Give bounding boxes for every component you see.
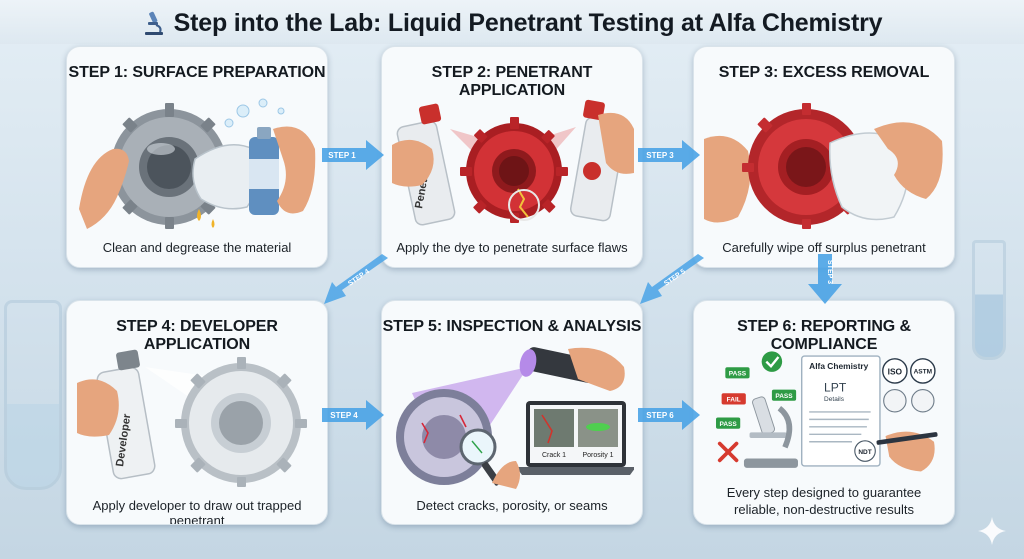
step-caption: Apply developer to draw out trapped pene…	[92, 498, 302, 525]
pass-tag: PASS	[725, 367, 750, 379]
arrow-label: STEP 6	[646, 411, 674, 420]
arrow-label: STEP 1	[328, 151, 356, 160]
pass-tag: PASS	[716, 417, 741, 429]
title-text: Step into the Lab: Liquid Penetrant Test…	[173, 8, 883, 37]
arrow-label: STEP 3	[826, 260, 833, 284]
step-caption: Clean and degrease the material	[102, 240, 292, 255]
astm-seal-icon: ASTM	[910, 358, 936, 384]
flow-arrow: STEP 1	[322, 140, 384, 170]
penetrant-application-illustration: Penetrant	[392, 99, 634, 226]
svg-text:ISO: ISO	[888, 367, 903, 377]
svg-text:FAIL: FAIL	[727, 397, 741, 404]
background-beaker	[4, 300, 62, 490]
arrow-label: STEP 3	[646, 151, 674, 160]
hand-icon	[874, 122, 943, 199]
hand-icon	[568, 347, 625, 391]
certification-seal-icon	[911, 389, 935, 413]
flow-arrow-diagonal: STEP 5	[640, 254, 704, 304]
flow-arrow: STEP 3	[638, 140, 700, 170]
background-test-tube	[972, 240, 1006, 360]
inspection-illustration: Crack 1 Porosity 1	[396, 347, 634, 489]
fail-x-icon	[717, 441, 739, 463]
report-document-icon: Alfa Chemistry LPT Details	[801, 355, 881, 467]
developer-application-illustration: Developer	[77, 349, 307, 487]
hand-icon	[492, 461, 520, 489]
check-badge-icon	[761, 351, 783, 372]
step-caption: Detect cracks, porosity, or seams	[416, 498, 608, 513]
pass-tag: PASS	[771, 389, 797, 401]
svg-text:PASS: PASS	[729, 371, 747, 378]
porosity-label: Porosity 1	[582, 452, 613, 459]
step-6-panel: STEP 6: REPORTING & COMPLIANCE PASS FAIL…	[693, 300, 955, 525]
flow-arrow-diagonal: STEP 4	[324, 254, 388, 304]
red-gear-icon	[460, 117, 568, 223]
microscope-icon	[743, 396, 798, 468]
step-3-panel: STEP 3: EXCESS REMOVAL Carefully wipe of…	[693, 46, 955, 268]
hand-icon	[273, 126, 316, 214]
step-title: STEP 3: EXCESS REMOVAL	[718, 64, 930, 81]
flow-arrow: STEP 6	[638, 400, 700, 430]
droplet-icon	[197, 209, 201, 221]
reporting-illustration: PASS FAIL PASS PASS Alfa Chemistry LPT	[716, 351, 938, 472]
report-title: LPT	[824, 380, 847, 394]
cleaning-cloth-icon	[192, 144, 260, 210]
excess-removal-illustration	[704, 103, 943, 229]
magnifying-glass-icon	[459, 428, 501, 486]
step-1-panel: STEP 1: SURFACE PREPARATION	[66, 46, 328, 268]
step-title: STEP 5: INSPECTION & ANALYSIS	[382, 318, 642, 335]
magnifier-icon	[508, 189, 540, 221]
step-title: STEP 2: PENETRANT APPLICATION	[431, 64, 593, 99]
bubbles-icon	[224, 98, 285, 128]
background-shelf	[0, 0, 1024, 44]
arrow-label: STEP 4	[330, 411, 358, 420]
report-subtitle: Details	[824, 396, 845, 403]
hand-icon	[392, 139, 434, 187]
step-5-panel: STEP 5: INSPECTION & ANALYSIS	[381, 300, 643, 525]
surface-preparation-illustration	[79, 98, 316, 229]
microscope-icon	[144, 11, 163, 35]
ndt-stamp-icon: NDT	[854, 440, 876, 462]
certification-seal-icon	[883, 389, 907, 413]
step-caption: Every step designed to guarantee reliabl…	[726, 485, 922, 517]
hand-icon	[79, 148, 129, 229]
step-2-panel: STEP 2: PENETRANT APPLICATION Penetrant	[381, 46, 643, 268]
svg-text:NDT: NDT	[858, 449, 871, 456]
step-4-panel: STEP 4: DEVELOPER APPLICATION Developer …	[66, 300, 328, 525]
droplet-icon	[211, 219, 215, 228]
svg-text:ASTM: ASTM	[914, 369, 932, 376]
laptop-icon: Crack 1 Porosity 1	[516, 401, 634, 475]
iso-seal-icon: ISO	[882, 358, 908, 384]
step-caption: Carefully wipe off surplus penetrant	[722, 240, 926, 255]
crack-label: Crack 1	[542, 452, 566, 459]
sparkle-icon	[978, 517, 1006, 545]
svg-text:PASS: PASS	[719, 421, 737, 428]
cleaner-spray-can-icon	[249, 127, 279, 215]
step-caption: Apply the dye to penetrate surface flaws	[396, 240, 628, 255]
step-title: STEP 1: SURFACE PREPARATION	[68, 64, 326, 81]
report-company: Alfa Chemistry	[809, 361, 868, 371]
hand-icon	[77, 379, 119, 437]
fail-tag: FAIL	[721, 393, 746, 405]
page-title: Step into the Lab: Liquid Penetrant Test…	[0, 6, 1024, 40]
flow-arrow-down: STEP 3	[808, 254, 842, 304]
white-coated-gear-icon	[175, 357, 307, 487]
flow-arrow: STEP 4	[322, 400, 384, 430]
step-title: STEP 4: DEVELOPER APPLICATION	[116, 318, 278, 353]
svg-text:PASS: PASS	[775, 393, 793, 400]
pen-icon	[876, 432, 938, 445]
step-title: STEP 6: REPORTING & COMPLIANCE	[737, 318, 911, 353]
hand-icon	[704, 135, 751, 223]
hand-icon	[598, 112, 634, 174]
